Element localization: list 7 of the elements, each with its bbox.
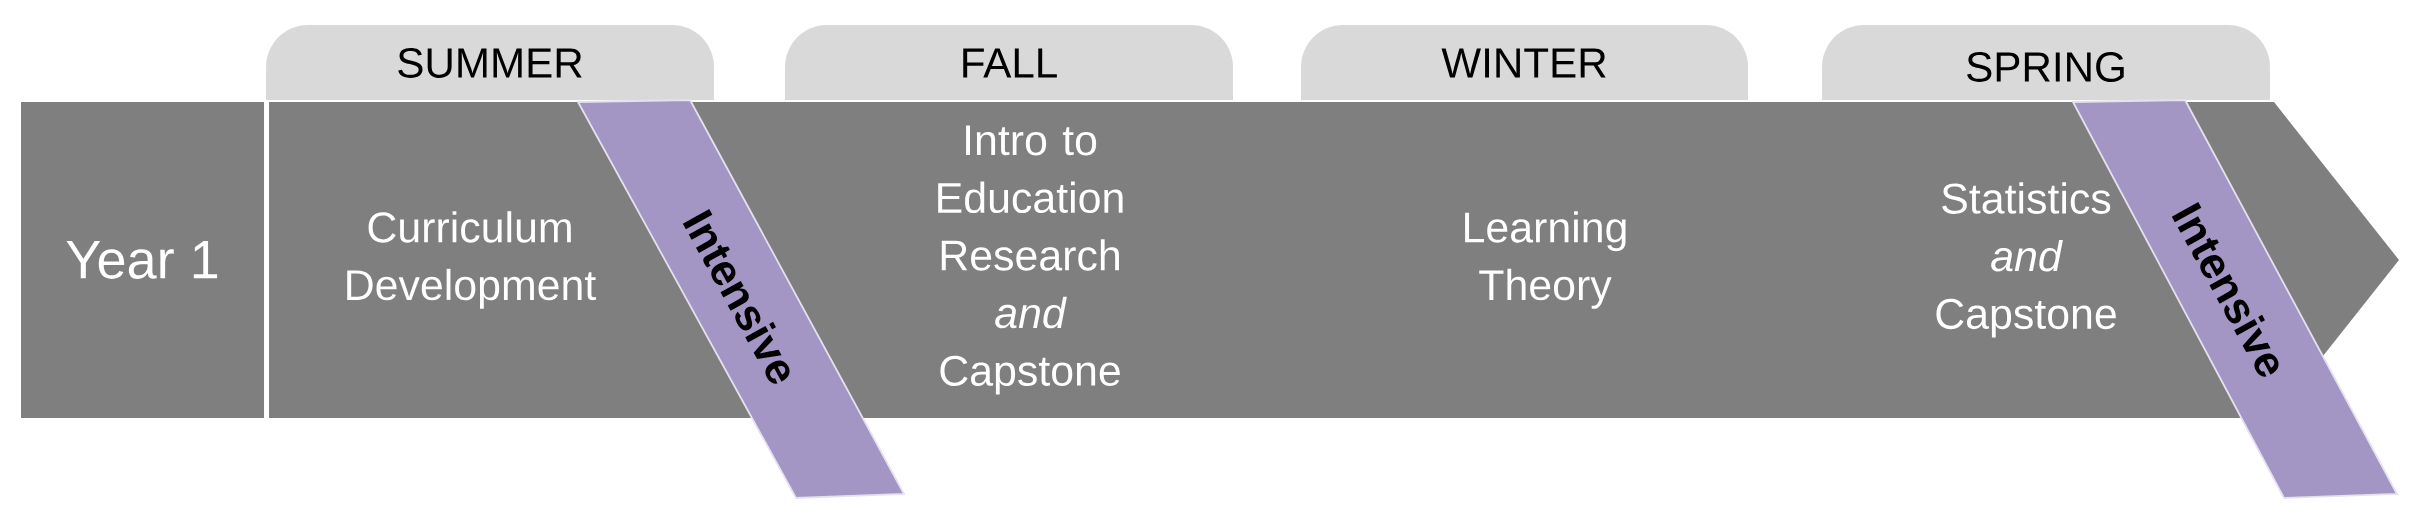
season-tab: WINTER xyxy=(1301,25,1748,100)
course-label: Learning Theory xyxy=(1465,211,1626,309)
year-box: Year 1 xyxy=(21,102,264,418)
season-tab: SUMMER xyxy=(266,25,714,100)
season-tab: SPRING xyxy=(1822,25,2270,100)
season-tab: FALL xyxy=(785,25,1233,100)
course-label: Intro to Education Research and Capstone xyxy=(938,125,1123,395)
